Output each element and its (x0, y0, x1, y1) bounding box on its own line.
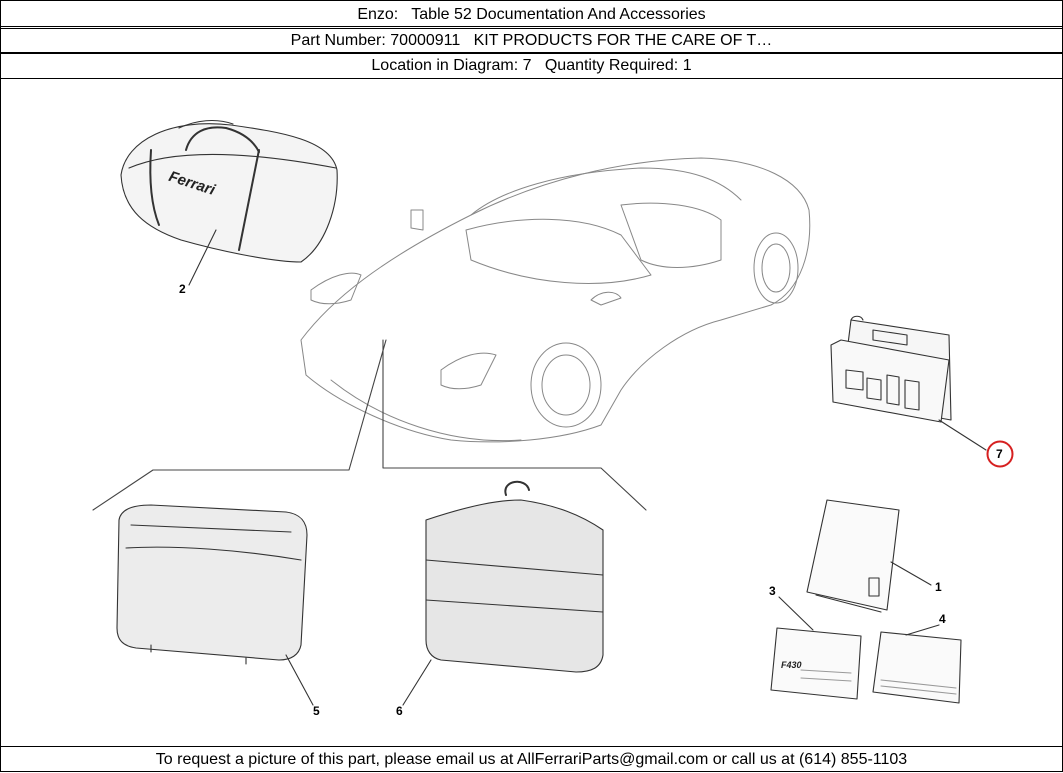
callout-1: 1 (935, 580, 942, 594)
car-cover-bag: Ferrari (120, 119, 338, 263)
callout-4: 4 (939, 612, 946, 626)
callout-leaders (188, 229, 987, 706)
model-name: Enzo: (357, 6, 399, 23)
documentation-books: F430 (770, 499, 962, 704)
luggage-leader-lines (92, 339, 647, 511)
location-row: Location in Diagram: 7 Quantity Required… (1, 53, 1062, 79)
part-number-row: Part Number: 70000911 KIT PRODUCTS FOR T… (1, 28, 1062, 53)
part-description: KIT PRODUCTS FOR THE CARE OF T… (473, 32, 773, 49)
quantity-value: 1 (682, 57, 692, 74)
suitcase (116, 504, 308, 665)
care-kit-case (830, 315, 952, 423)
footer-note: To request a picture of this part, pleas… (1, 746, 1062, 772)
part-number-value: 70000911 (390, 32, 461, 49)
book-f430-label: F430 (781, 660, 802, 670)
part-number-label: Part Number: (290, 32, 386, 49)
callout-6: 6 (396, 704, 403, 718)
header-title-row: Enzo: Table 52 Documentation And Accesso… (1, 3, 1062, 27)
car-drawing (300, 157, 811, 443)
diagram-svg: Ferrari (92, 119, 1014, 718)
callout-3: 3 (769, 584, 776, 598)
parts-diagram: Ferrari (1, 79, 1062, 744)
callout-5: 5 (313, 704, 320, 718)
table-title: Table 52 Documentation And Accessories (411, 6, 706, 23)
garment-bag (425, 480, 604, 673)
highlighted-callout-ring (986, 440, 1014, 468)
callout-7: 7 (996, 447, 1003, 461)
location-value: 7 (522, 57, 532, 74)
callout-labels: 1 2 3 4 5 6 7 (179, 282, 1003, 718)
location-label: Location in Diagram: (371, 57, 519, 74)
quantity-label: Quantity Required: (544, 57, 679, 74)
callout-2: 2 (179, 282, 186, 296)
